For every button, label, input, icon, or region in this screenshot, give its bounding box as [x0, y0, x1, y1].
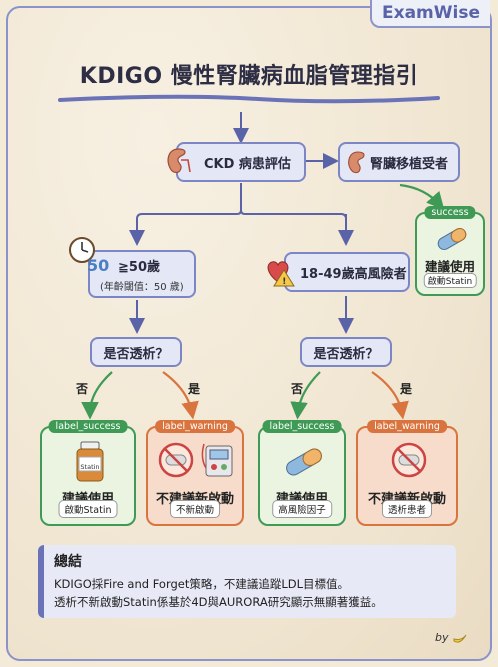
branch-yes-label: 是	[188, 382, 201, 396]
dialysis-question-label: 是否透析？	[103, 346, 169, 362]
high-risk-label: 18-49歲高風險者	[300, 266, 407, 282]
medicine-bottle-icon	[76, 441, 104, 482]
byline: by	[435, 631, 468, 645]
no-pill-icon	[158, 442, 194, 478]
high-risk-node: 18-49歲高風險者	[284, 252, 410, 292]
age-threshold-note: (年齡閾值：50 歲)	[100, 281, 184, 293]
not-recommend-card-high-risk: label_warning 不建議新啟動 透析患者	[356, 420, 458, 526]
recommend-card-high-risk: label_success 建議使用 高風險因子	[258, 420, 346, 526]
age-50-node: ≧50歲 (年齡閾值：50 歲)	[88, 250, 196, 298]
age-50-label: ≧50歲	[118, 259, 160, 275]
kidney-icon	[348, 151, 365, 174]
action-pill: 高風險因子	[272, 500, 332, 518]
summary-heading: 總結	[54, 554, 82, 570]
banana-icon	[453, 634, 467, 643]
summary-line-1: KDIGO採Fire and Forget策略，不建議追蹤LDL目標值。	[54, 577, 350, 591]
status-badge: success	[424, 206, 476, 219]
dialysis-machine-icon	[201, 443, 233, 477]
dialysis-question-left: 是否透析？	[90, 337, 182, 367]
no-pill-icon	[391, 442, 427, 478]
dialysis-question-label: 是否透析？	[313, 346, 379, 362]
title-underline	[58, 94, 440, 104]
pill-capsule-icon	[437, 228, 467, 250]
heart-warning-icon: !	[267, 261, 295, 287]
branch-no-label: 否	[76, 382, 89, 396]
branch-no-label: 否	[291, 382, 304, 396]
transplant-recommend-card: success 建議使用 啟動Statin	[415, 206, 485, 296]
page-title: KDIGO 慢性腎臟病血脂管理指引	[79, 64, 419, 89]
status-badge: label_success	[48, 420, 128, 433]
status-badge: label_success	[262, 420, 342, 433]
recommend-card-age50: label_success Statin 建議使用 啟動Statin	[40, 420, 136, 526]
action-pill: 不新啟動	[169, 500, 221, 518]
branch-yes-label: 是	[400, 382, 413, 396]
status-badge: label_warning	[367, 420, 447, 433]
svg-text:!: !	[282, 277, 286, 287]
transplant-label: 腎臟移植受者	[370, 156, 449, 172]
summary-box: 總結 KDIGO採Fire and Forget策略，不建議追蹤LDL目標值。 …	[38, 545, 456, 618]
transplant-node: 腎臟移植受者	[338, 142, 460, 182]
clock-icon	[69, 237, 95, 263]
action-pill: 透析患者	[381, 500, 433, 518]
ckd-label: CKD 病患評估	[204, 156, 291, 172]
age-badge: 50	[87, 256, 110, 275]
ckd-assessment-node: CKD 病患評估	[167, 142, 306, 182]
kidney-icon	[167, 148, 191, 174]
byline-text: by	[435, 631, 449, 644]
bottle-label: Statin	[80, 463, 100, 471]
summary-line-2: 透析不新啟動Statin係基於4D與AURORA研究顯示無顯著獲益。	[54, 595, 383, 609]
dialysis-question-right: 是否透析？	[300, 337, 392, 367]
brand-logo: ExamWise	[370, 0, 490, 28]
status-badge: label_warning	[155, 420, 235, 433]
not-recommend-card-age50: label_warning 不建議新啟動 不新啟動	[146, 420, 244, 526]
action-pill: 啟動Statin	[58, 500, 118, 518]
pill-capsule-icon	[286, 448, 322, 476]
recommend-label: 建議使用	[424, 259, 475, 274]
action-pill: 啟動Statin	[423, 273, 477, 288]
